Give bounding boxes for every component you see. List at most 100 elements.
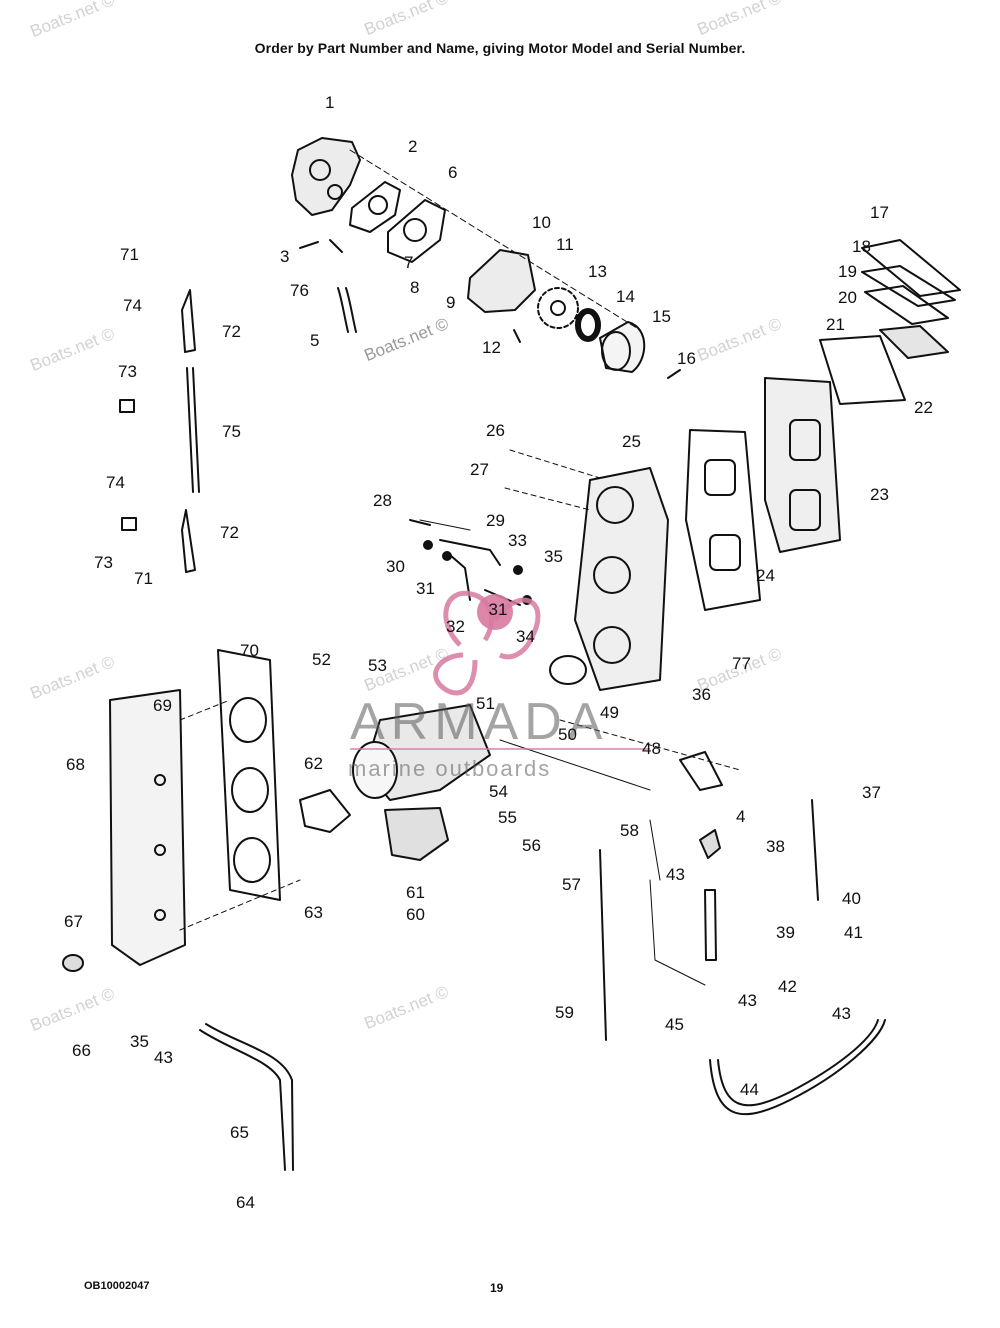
part-callout-40: 40	[842, 889, 861, 908]
part-callout-61: 61	[406, 883, 425, 902]
part-callout-30: 30	[386, 557, 405, 576]
logo-brand-text: ARMADA	[350, 693, 609, 751]
part-callout-67: 67	[64, 912, 83, 931]
part-callout-20: 20	[838, 288, 857, 307]
part-callout-37: 37	[862, 783, 881, 802]
reed-block	[879, 325, 949, 359]
logo-overlay-number: 31	[488, 600, 508, 619]
float-bowl	[384, 807, 449, 861]
part-callout-65: 65	[230, 1123, 249, 1142]
part-callout-77: 77	[732, 654, 751, 673]
part-callout-41: 41	[844, 923, 863, 942]
part-callout-5: 5	[310, 331, 319, 350]
filter-cup	[599, 321, 646, 373]
logo-tagline: marine outboards	[348, 756, 552, 781]
part-callout-43: 43	[832, 1004, 851, 1023]
part-callout-43: 43	[738, 991, 757, 1010]
silencer-gasket	[217, 649, 281, 901]
part-callout-71: 71	[134, 569, 153, 588]
part-callout-74: 74	[123, 296, 142, 315]
part-callout-76: 76	[290, 281, 309, 300]
part-callout-39: 39	[776, 923, 795, 942]
part-callout-8: 8	[410, 278, 419, 297]
part-callout-70: 70	[240, 641, 259, 660]
part-callout-68: 68	[66, 755, 85, 774]
part-callout-26: 26	[486, 421, 505, 440]
part-callout-6: 6	[448, 163, 457, 182]
part-callout-28: 28	[373, 491, 392, 510]
part-callout-51: 51	[476, 694, 495, 713]
part-callout-74: 74	[106, 473, 125, 492]
part-callout-24: 24	[756, 566, 775, 585]
part-callout-63: 63	[304, 903, 323, 922]
part-callout-17: 17	[870, 203, 889, 222]
part-callout-71: 71	[120, 245, 139, 264]
part-callout-7: 7	[404, 253, 413, 272]
part-callout-13: 13	[588, 262, 607, 281]
part-callout-72: 72	[222, 322, 241, 341]
part-callout-52: 52	[312, 650, 331, 669]
part-callout-3: 3	[280, 247, 289, 266]
part-callout-33: 33	[508, 531, 527, 550]
pump-body	[467, 249, 536, 313]
part-callout-69: 69	[153, 696, 172, 715]
part-callout-55: 55	[498, 808, 517, 827]
gasket	[387, 199, 446, 263]
part-callout-15: 15	[652, 307, 671, 326]
manifold-gasket	[685, 429, 761, 611]
part-callout-23: 23	[870, 485, 889, 504]
part-callout-48: 48	[642, 739, 661, 758]
part-callout-19: 19	[838, 262, 857, 281]
part-callout-34: 34	[516, 627, 535, 646]
part-callout-4: 4	[736, 807, 745, 826]
part-callout-62: 62	[304, 754, 323, 773]
part-callout-38: 38	[766, 837, 785, 856]
part-callout-73: 73	[94, 553, 113, 572]
part-callout-1: 1	[325, 93, 334, 112]
part-callout-60: 60	[406, 905, 425, 924]
part-callout-25: 25	[622, 432, 641, 451]
part-callout-29: 29	[486, 511, 505, 530]
order-instructions: Order by Part Number and Name, giving Mo…	[254, 40, 746, 56]
part-callout-32: 32	[446, 617, 465, 636]
part-callout-27: 27	[470, 460, 489, 479]
part-callout-53: 53	[368, 656, 387, 675]
part-callout-11: 11	[556, 235, 574, 254]
part-callout-73: 73	[118, 362, 137, 381]
silencer-cover	[109, 689, 186, 966]
part-callout-59: 59	[555, 1003, 574, 1022]
part-callout-31: 31	[416, 579, 435, 598]
part-callout-56: 56	[522, 836, 541, 855]
part-callout-50: 50	[558, 725, 577, 744]
part-callout-43: 43	[666, 865, 685, 884]
part-callout-64: 64	[236, 1193, 255, 1212]
armada-logo-icon	[433, 590, 541, 696]
part-callout-9: 9	[446, 293, 455, 312]
diagram-code: OB10002047	[84, 1280, 150, 1292]
part-callout-36: 36	[692, 685, 711, 704]
page-number: 19	[490, 1281, 504, 1295]
part-callout-21: 21	[826, 315, 845, 334]
part-callout-45: 45	[665, 1015, 684, 1034]
part-callout-18: 18	[852, 237, 871, 256]
part-callout-43: 43	[154, 1048, 173, 1067]
part-callout-57: 57	[562, 875, 581, 894]
part-callout-35: 35	[544, 547, 563, 566]
part-callout-49: 49	[600, 703, 619, 722]
part-callout-75: 75	[222, 422, 241, 441]
reed-petal	[861, 239, 961, 297]
fuel-pump-cover	[291, 137, 361, 216]
logo-divider	[350, 748, 650, 750]
seal	[575, 308, 601, 342]
part-callout-16: 16	[677, 349, 696, 368]
part-callout-54: 54	[489, 782, 508, 801]
intake-manifold	[764, 377, 841, 553]
gasket	[349, 181, 401, 233]
part-callout-35: 35	[130, 1032, 149, 1051]
part-callout-42: 42	[778, 977, 797, 996]
part-callout-2: 2	[408, 137, 417, 156]
part-callout-10: 10	[532, 213, 551, 232]
reed-gasket	[819, 335, 906, 405]
